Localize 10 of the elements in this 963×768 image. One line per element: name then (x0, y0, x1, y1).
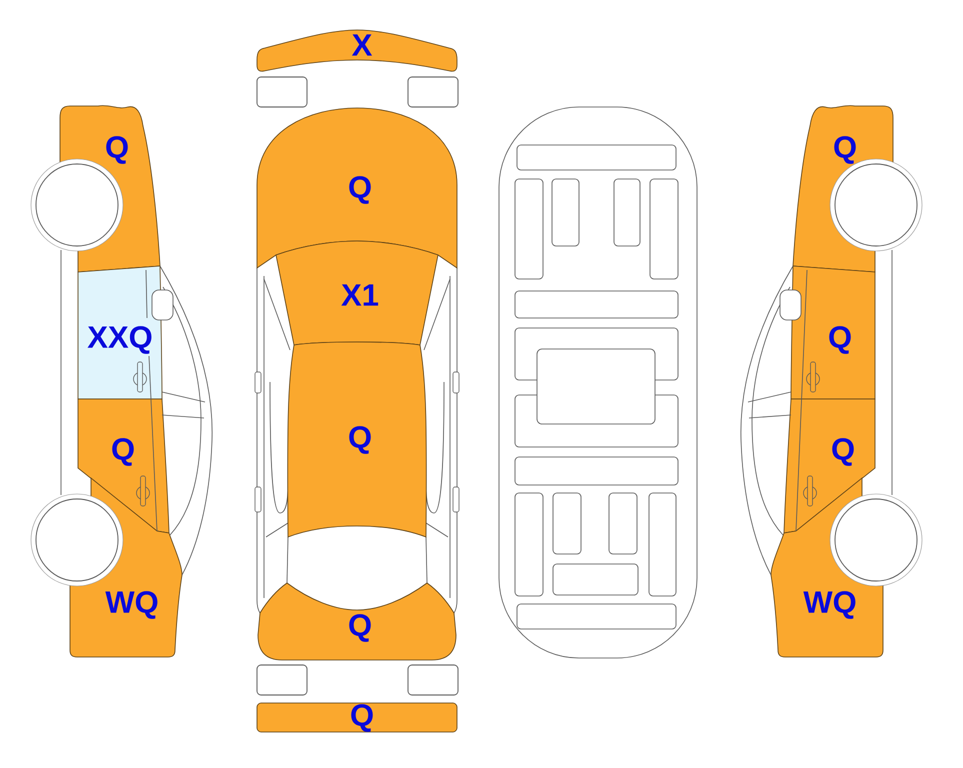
car-panel: Q (784, 398, 876, 534)
car-panel: Q (78, 398, 170, 534)
car-panel: XXQ (78, 266, 162, 400)
car-panel: Q (256, 702, 458, 732)
car-panel: Q (256, 108, 458, 268)
car-panel: X1 (276, 240, 438, 346)
car-panel: X (256, 30, 458, 72)
car-panel: Q (287, 342, 427, 538)
car-panel: Q (790, 266, 876, 400)
car-panel: Q (258, 582, 456, 660)
